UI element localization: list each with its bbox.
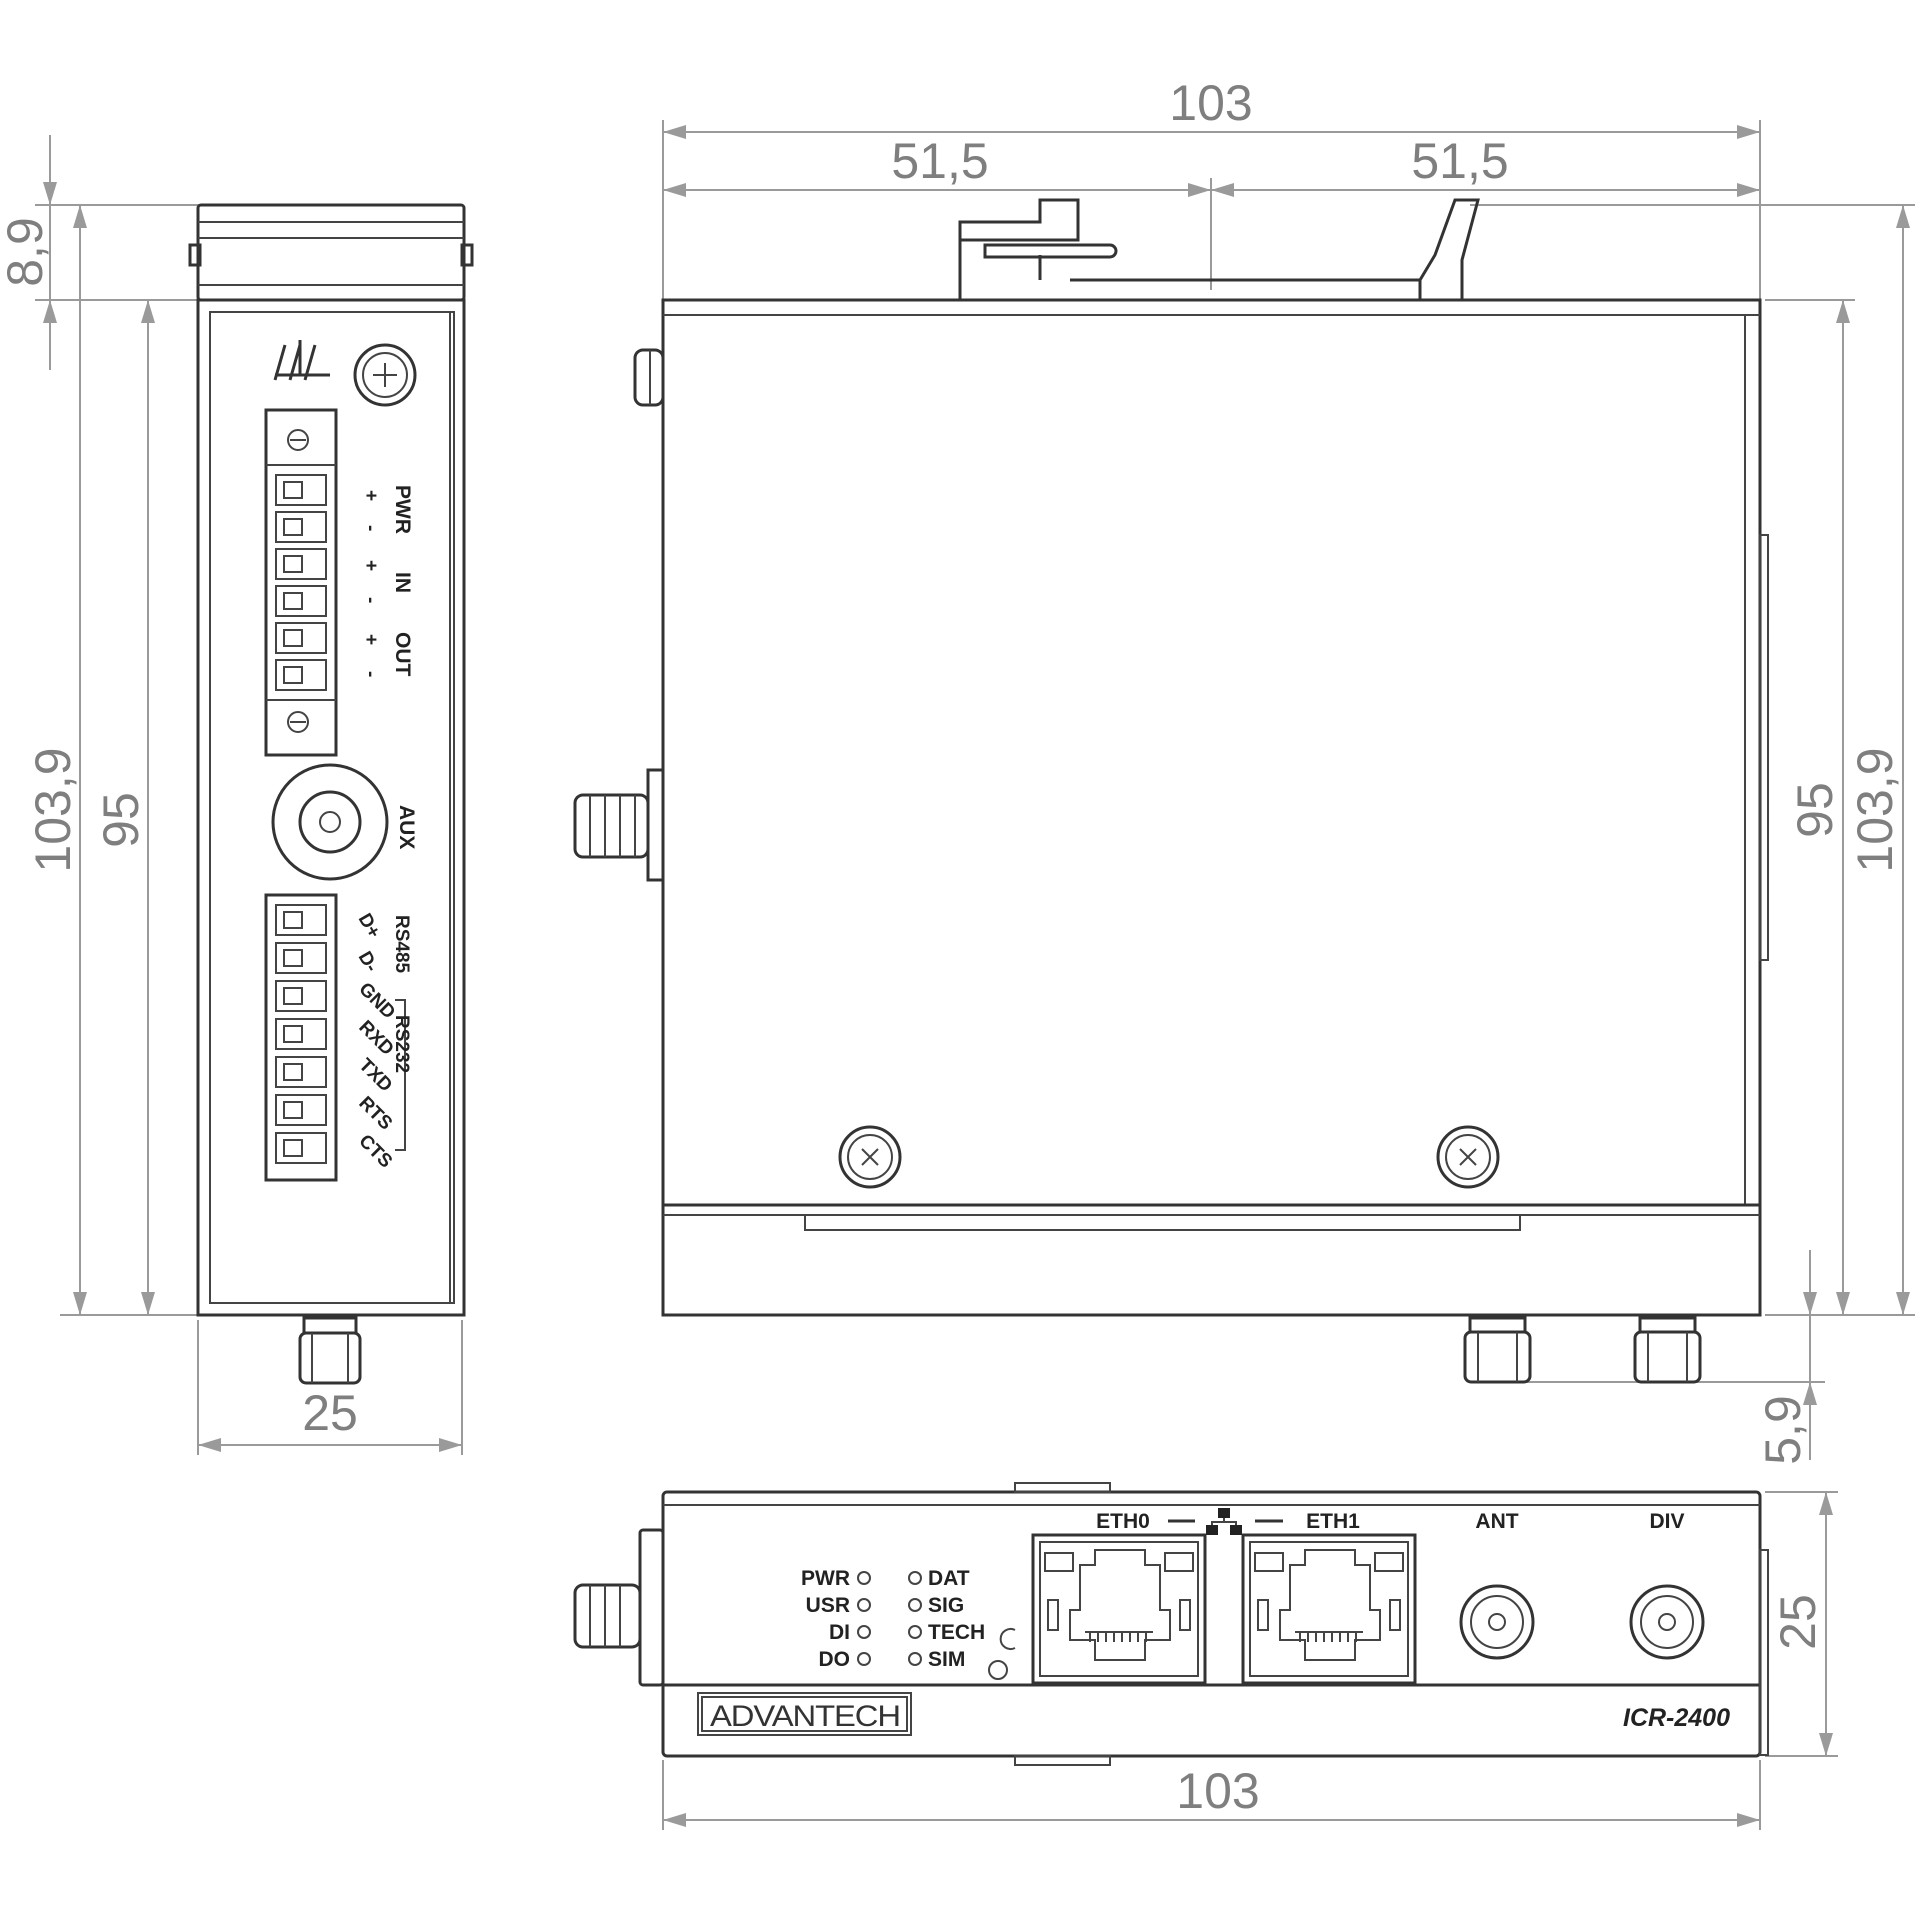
aux-connector — [271, 763, 389, 881]
div-connector[interactable] — [1629, 1584, 1705, 1660]
side-view: + - + - + - PWR IN OUT AUX D+ D- GND RX — [188, 203, 474, 1385]
ant-connector-bottom — [1463, 1316, 1532, 1384]
led-label-di: DI — [829, 1621, 850, 1644]
ant-connector[interactable] — [1459, 1584, 1535, 1660]
led-sig — [908, 1598, 922, 1612]
dim-top-width: 103 — [1169, 75, 1252, 131]
power-terminal-block — [264, 408, 338, 757]
screw-icon — [353, 343, 417, 407]
power-pin-1: + — [360, 490, 381, 501]
label-eth0: ETH0 — [1096, 1510, 1150, 1533]
serial-pin-txd: TXD — [354, 1055, 396, 1097]
led-label-dat: DAT — [928, 1567, 970, 1590]
label-rs485: RS485 — [391, 915, 412, 974]
serial-pin-d-plus: D+ — [354, 910, 385, 942]
dim-right-total-height: 103,9 — [1847, 747, 1903, 872]
led-label-pwr: PWR — [801, 1567, 850, 1590]
eth1-port[interactable] — [1241, 1533, 1417, 1685]
led-pwr — [857, 1571, 871, 1585]
front-view: PWR USR DI DO DAT SIG TECH SIM ETH0 ETH1 — [573, 1482, 1769, 1766]
label-aux: AUX — [395, 805, 418, 849]
power-pin-3: + — [360, 560, 381, 571]
network-icon — [1206, 1508, 1242, 1535]
brand-logo — [697, 1692, 912, 1736]
label-eth1: ETH1 — [1306, 1510, 1360, 1533]
dim-side-top-offset: 8,9 — [0, 217, 53, 287]
screw-icon — [1436, 1125, 1500, 1189]
dim-front-height: 25 — [1770, 1594, 1826, 1650]
serial-pin-cts: CTS — [354, 1131, 396, 1173]
led-usr — [857, 1598, 871, 1612]
led-label-usr: USR — [806, 1594, 850, 1617]
serial-pin-d-minus: D- — [354, 948, 382, 976]
led-label-sig: SIG — [928, 1594, 964, 1617]
eth0-port[interactable] — [1031, 1533, 1207, 1685]
serial-pin-rts: RTS — [354, 1093, 396, 1135]
dim-right-body-height: 95 — [1787, 782, 1843, 838]
top-side-stub — [633, 348, 665, 407]
led-sim — [908, 1652, 922, 1666]
front-antenna-connector — [573, 1528, 665, 1687]
power-pin-2: - — [360, 525, 381, 531]
label-pwr: PWR — [391, 485, 414, 534]
dim-side-body-height: 95 — [93, 792, 149, 848]
top-view — [573, 198, 1769, 1384]
dim-top-half-left: 51,5 — [891, 133, 988, 189]
dim-side-width: 25 — [302, 1385, 358, 1441]
led-di — [857, 1625, 871, 1639]
din-rail-clip — [958, 198, 1480, 300]
label-out: OUT — [391, 632, 414, 677]
dim-front-width: 103 — [1176, 1763, 1259, 1819]
dimension-lines — [35, 120, 1915, 1830]
serial-terminal-block — [264, 893, 338, 1182]
label-div: DIV — [1649, 1510, 1684, 1533]
side-antenna-connector — [298, 1316, 362, 1385]
dim-top-half-right: 51,5 — [1411, 133, 1508, 189]
ground-icon — [273, 340, 330, 381]
div-connector-bottom — [1633, 1316, 1702, 1384]
reset-button[interactable] — [988, 1628, 1016, 1680]
led-label-sim: SIM — [928, 1648, 965, 1671]
power-pin-4: - — [360, 597, 381, 603]
led-label-do: DO — [819, 1648, 851, 1671]
screw-icon — [838, 1125, 902, 1189]
led-dat — [908, 1571, 922, 1585]
model-name: ICR-2400 — [1623, 1704, 1730, 1732]
led-label-tech: TECH — [928, 1621, 985, 1644]
power-pin-5: + — [360, 634, 381, 645]
label-ant: ANT — [1475, 1510, 1518, 1533]
label-rs232: RS232 — [391, 1015, 412, 1073]
brand-name: ADVANTECH — [710, 1700, 900, 1733]
label-in: IN — [391, 572, 414, 593]
power-pin-6: - — [360, 671, 381, 677]
top-antenna-connector — [573, 768, 665, 882]
dim-antenna-offset: 5,9 — [1755, 1395, 1811, 1465]
dim-side-total-height: 103,9 — [25, 747, 81, 872]
led-tech — [908, 1625, 922, 1639]
led-do — [857, 1652, 871, 1666]
